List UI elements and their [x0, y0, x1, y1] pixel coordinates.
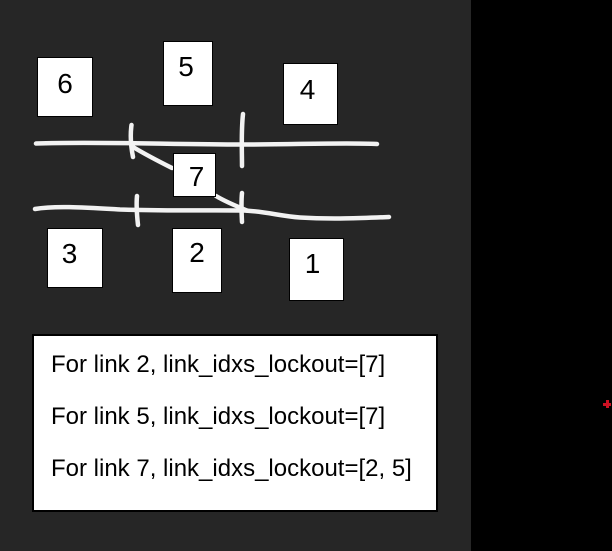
link-box-2: 2 — [172, 228, 222, 293]
red-cross-marker — [603, 400, 611, 408]
link-box-3: 3 — [47, 228, 103, 288]
link-box-7: 7 — [173, 153, 216, 197]
link-box-4: 4 — [283, 63, 338, 125]
link-box-label: 6 — [57, 67, 73, 99]
link-box-label: 4 — [299, 74, 316, 105]
lockout-notes-panel: For link 2, link_idxs_lockout=[7] For li… — [32, 334, 438, 512]
link-box-1: 1 — [289, 238, 344, 301]
lockout-note-link2: For link 2, link_idxs_lockout=[7] — [51, 351, 386, 378]
link-box-label: 2 — [189, 237, 205, 268]
lockout-note-link5: For link 5, link_idxs_lockout=[7] — [51, 403, 386, 430]
link-box-label: 5 — [178, 50, 194, 82]
link-box-label: 1 — [304, 247, 321, 279]
lockout-note-link7: For link 7, link_idxs_lockout=[2, 5] — [51, 455, 412, 482]
link-box-label: 7 — [188, 161, 205, 192]
link-box-6: 6 — [37, 57, 93, 117]
link-box-label: 3 — [61, 237, 78, 269]
link-box-5: 5 — [163, 41, 213, 106]
